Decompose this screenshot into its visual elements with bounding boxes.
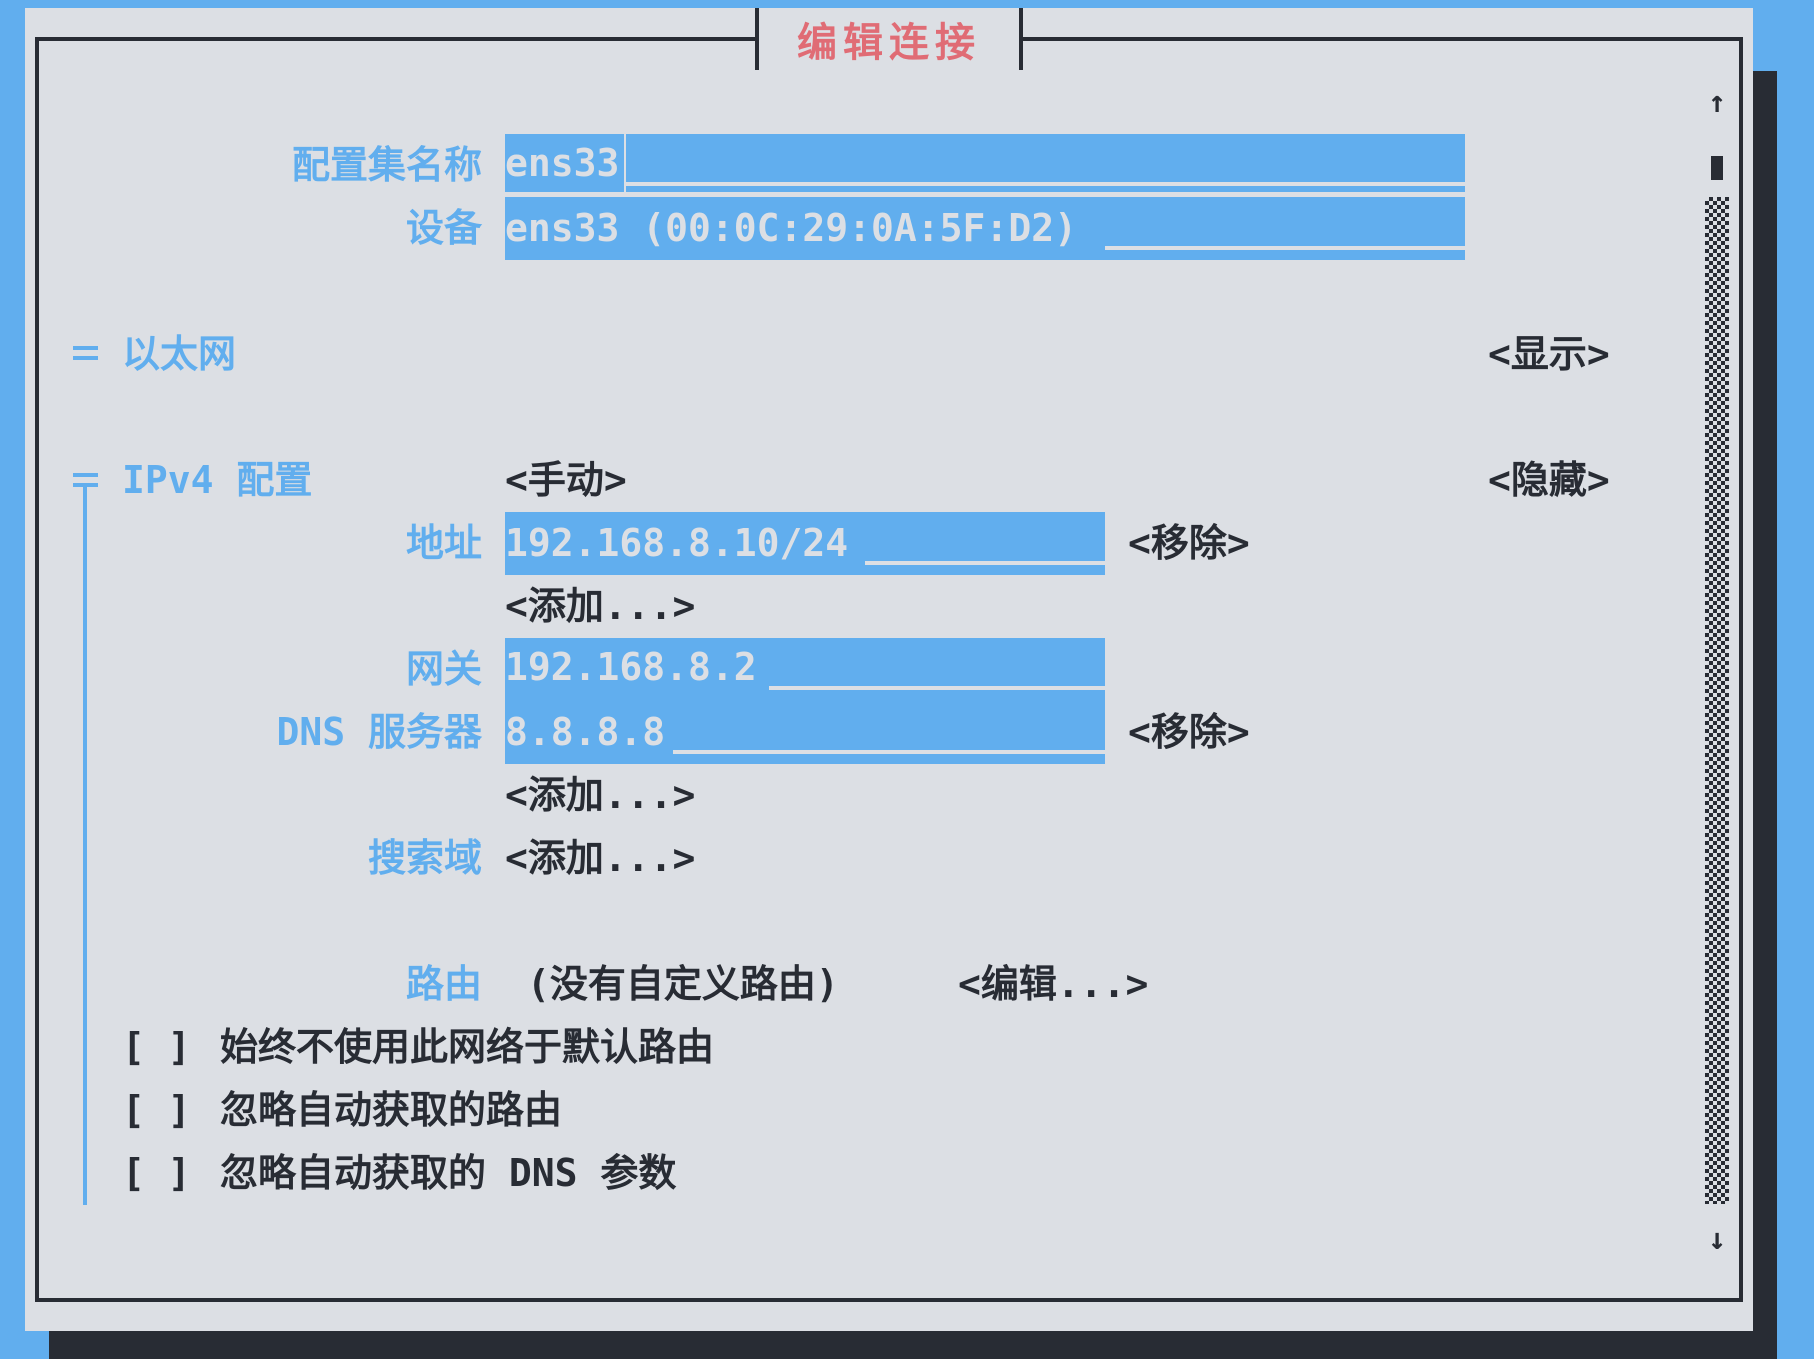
address-remove-button[interactable]: <移除> (1128, 521, 1250, 565)
ethernet-marker-icon-line (73, 356, 98, 360)
gateway-value: 192.168.8.2 (505, 645, 757, 689)
profile-name-label: 配置集名称 (291, 143, 482, 187)
address-add-button[interactable]: <添加...> (505, 584, 696, 628)
checkbox-box[interactable]: [ ] (122, 1025, 191, 1069)
gateway-label: 网关 (405, 647, 482, 691)
address-input[interactable]: 192.168.8.10/24 (505, 512, 1105, 575)
routing-edit-button[interactable]: <编辑...> (958, 962, 1149, 1006)
search-domains-label: 搜索域 (367, 836, 482, 880)
ipv4-section-label: IPv4 配置 (122, 458, 313, 502)
ipv4-section-bracket (83, 484, 87, 1205)
ethernet-show-button[interactable]: <显示> (1488, 332, 1610, 376)
checkbox-box[interactable]: [ ] (122, 1088, 191, 1132)
device-value: ens33 (00:0C:29:0A:5F:D2) (505, 206, 1077, 250)
device-input[interactable]: ens33 (00:0C:29:0A:5F:D2) (505, 197, 1465, 260)
field-underline (673, 750, 1105, 754)
field-underline (625, 182, 1465, 186)
field-underline (865, 561, 1105, 565)
routing-label: 路由 (405, 962, 482, 1006)
dns-label: DNS 服务器 (276, 710, 482, 754)
ethernet-section-label: 以太网 (122, 332, 237, 376)
field-underline (769, 686, 1105, 690)
checkbox-box[interactable]: [ ] (122, 1151, 191, 1195)
profile-name-input[interactable]: ens33 (505, 134, 1465, 192)
field-underline (1105, 246, 1465, 250)
device-label: 设备 (405, 206, 482, 250)
ipv4-method-dropdown[interactable]: <手动> (505, 458, 627, 502)
search-domains-add-button[interactable]: <添加...> (505, 836, 696, 880)
ethernet-marker-icon (73, 346, 98, 350)
text-cursor (624, 134, 626, 196)
gateway-input[interactable]: 192.168.8.2 (505, 638, 1105, 696)
dialog-title: 编辑连接 (797, 20, 981, 66)
ipv4-hide-button[interactable]: <隐藏> (1488, 458, 1610, 502)
routing-value: (没有自定义路由) (527, 962, 839, 1006)
dns-add-button[interactable]: <添加...> (505, 773, 696, 817)
checkbox-label: 忽略自动获取的路由 (220, 1088, 563, 1132)
address-label: 地址 (405, 521, 482, 565)
scrollbar-thumb[interactable] (1711, 156, 1723, 180)
address-value: 192.168.8.10/24 (505, 521, 849, 565)
checkbox-label: 忽略自动获取的 DNS 参数 (220, 1151, 677, 1195)
scroll-down-arrow-icon[interactable]: ↓ (1707, 1222, 1727, 1257)
scrollbar-track[interactable] (1705, 197, 1729, 1204)
dialog-title-bar: 编辑连接 (755, 8, 1023, 70)
dns-value: 8.8.8.8 (505, 710, 666, 754)
ipv4-marker-icon (73, 473, 98, 477)
profile-name-value: ens33 (505, 141, 620, 185)
checkbox-label: 始终不使用此网络于默认路由 (220, 1025, 715, 1069)
dns-input[interactable]: 8.8.8.8 (505, 696, 1105, 764)
scroll-up-arrow-icon[interactable]: ↑ (1707, 85, 1727, 120)
dns-remove-button[interactable]: <移除> (1128, 710, 1250, 754)
